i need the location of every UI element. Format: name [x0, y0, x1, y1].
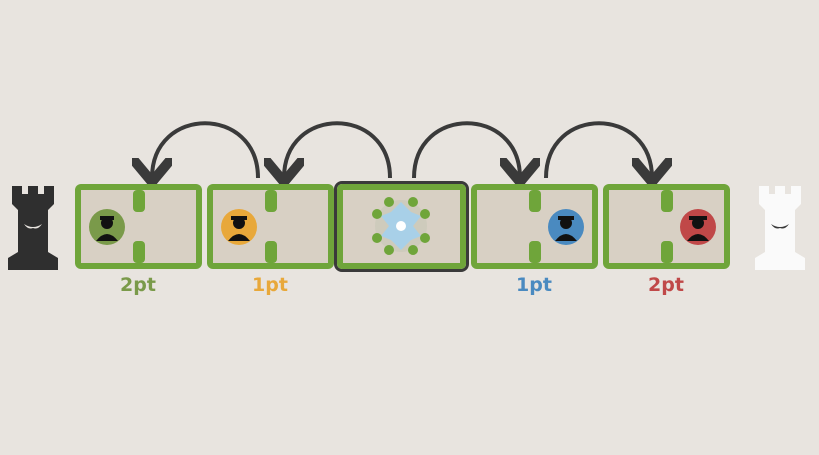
- tile-2[interactable]: [207, 184, 334, 269]
- black-rook-icon: [8, 186, 58, 270]
- red-officer-icon[interactable]: [680, 209, 716, 245]
- arrow-tile4-to-tile5: [544, 121, 652, 178]
- arrow-tile3-to-tile2: [284, 121, 392, 178]
- arrow-tile2-to-tile1: [152, 121, 260, 178]
- arrow-tile3-to-tile4: [412, 121, 520, 178]
- blue-officer-icon[interactable]: [548, 209, 584, 245]
- green-officer-icon[interactable]: [89, 209, 125, 245]
- tile-4[interactable]: [471, 184, 598, 269]
- score-label-tile-4: 1pt: [516, 274, 552, 296]
- tile-3[interactable]: [334, 181, 469, 272]
- score-label-tile-5: 2pt: [648, 274, 684, 296]
- score-label-tile-2: 1pt: [252, 274, 288, 296]
- tile-5[interactable]: [603, 184, 730, 269]
- white-rook-icon: [755, 186, 805, 270]
- tile-1[interactable]: [75, 184, 202, 269]
- yellow-officer-icon[interactable]: [221, 209, 257, 245]
- score-label-tile-1: 2pt: [120, 274, 156, 296]
